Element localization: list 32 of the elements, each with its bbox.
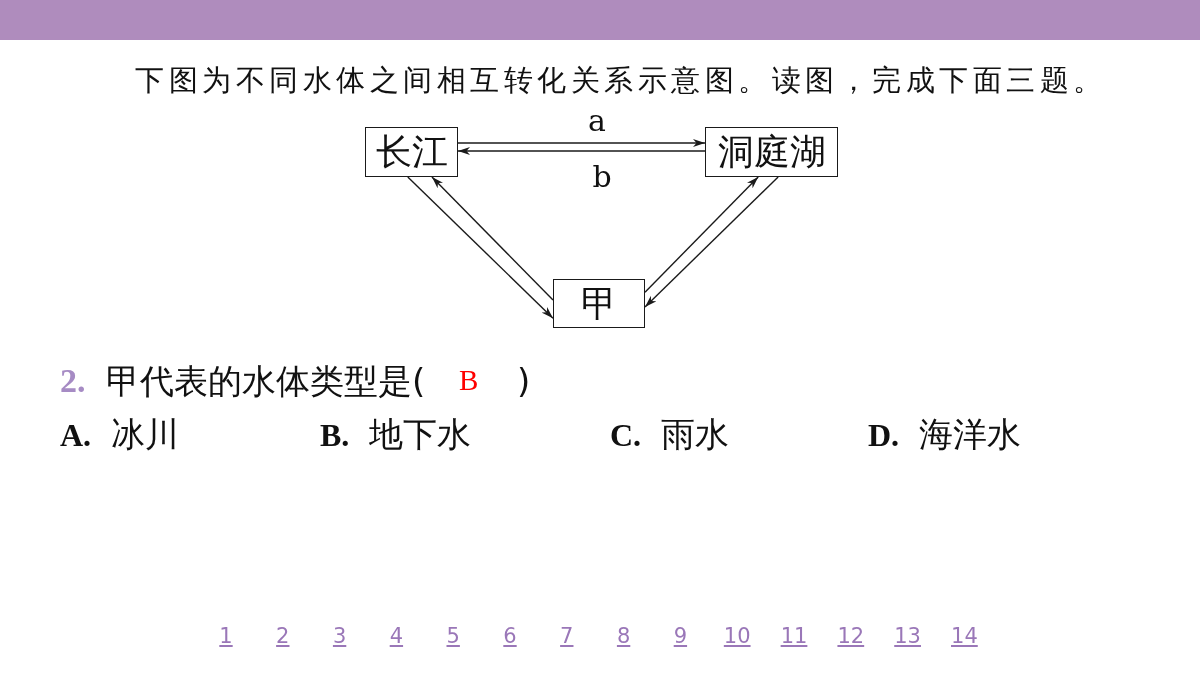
node-box: 洞庭湖	[705, 127, 838, 177]
page-link: 13	[894, 623, 921, 650]
page-link: 2	[276, 623, 290, 650]
closing-bracket: )	[517, 361, 531, 401]
arrow	[457, 139, 706, 147]
page-link: 10	[723, 623, 751, 650]
option-text: A. 冰川	[60, 414, 179, 455]
page-link: 4	[389, 623, 404, 650]
page-link: 1	[219, 623, 233, 650]
answer-letter: B	[459, 363, 479, 398]
arrow	[407, 176, 554, 319]
option-text: D. 海洋水	[868, 414, 1021, 455]
page-link: 3	[332, 623, 347, 650]
option-text: B. 地下水	[320, 414, 472, 455]
page-link: 7	[560, 623, 574, 650]
arrow	[457, 147, 706, 155]
page-link: 14	[951, 623, 978, 650]
question-text: 甲代表的水体类型是(	[106, 361, 426, 401]
arrow	[431, 176, 554, 301]
question-number: 2.	[60, 361, 86, 401]
intro-text: 下图为不同水体之间相互转化关系示意图。读图，完成下面三题。	[135, 62, 1107, 99]
node-box: 甲	[553, 279, 645, 328]
node-box: 长江	[365, 127, 458, 177]
page-link: 12	[837, 623, 865, 650]
page-link: 8	[616, 623, 631, 650]
page-link: 6	[503, 623, 517, 650]
option-text: C. 雨水	[610, 414, 729, 455]
page-link: 9	[673, 623, 688, 650]
arrow	[644, 176, 779, 308]
page-link: 11	[780, 623, 808, 650]
arrow	[644, 176, 759, 293]
page-link: 5	[446, 623, 460, 650]
